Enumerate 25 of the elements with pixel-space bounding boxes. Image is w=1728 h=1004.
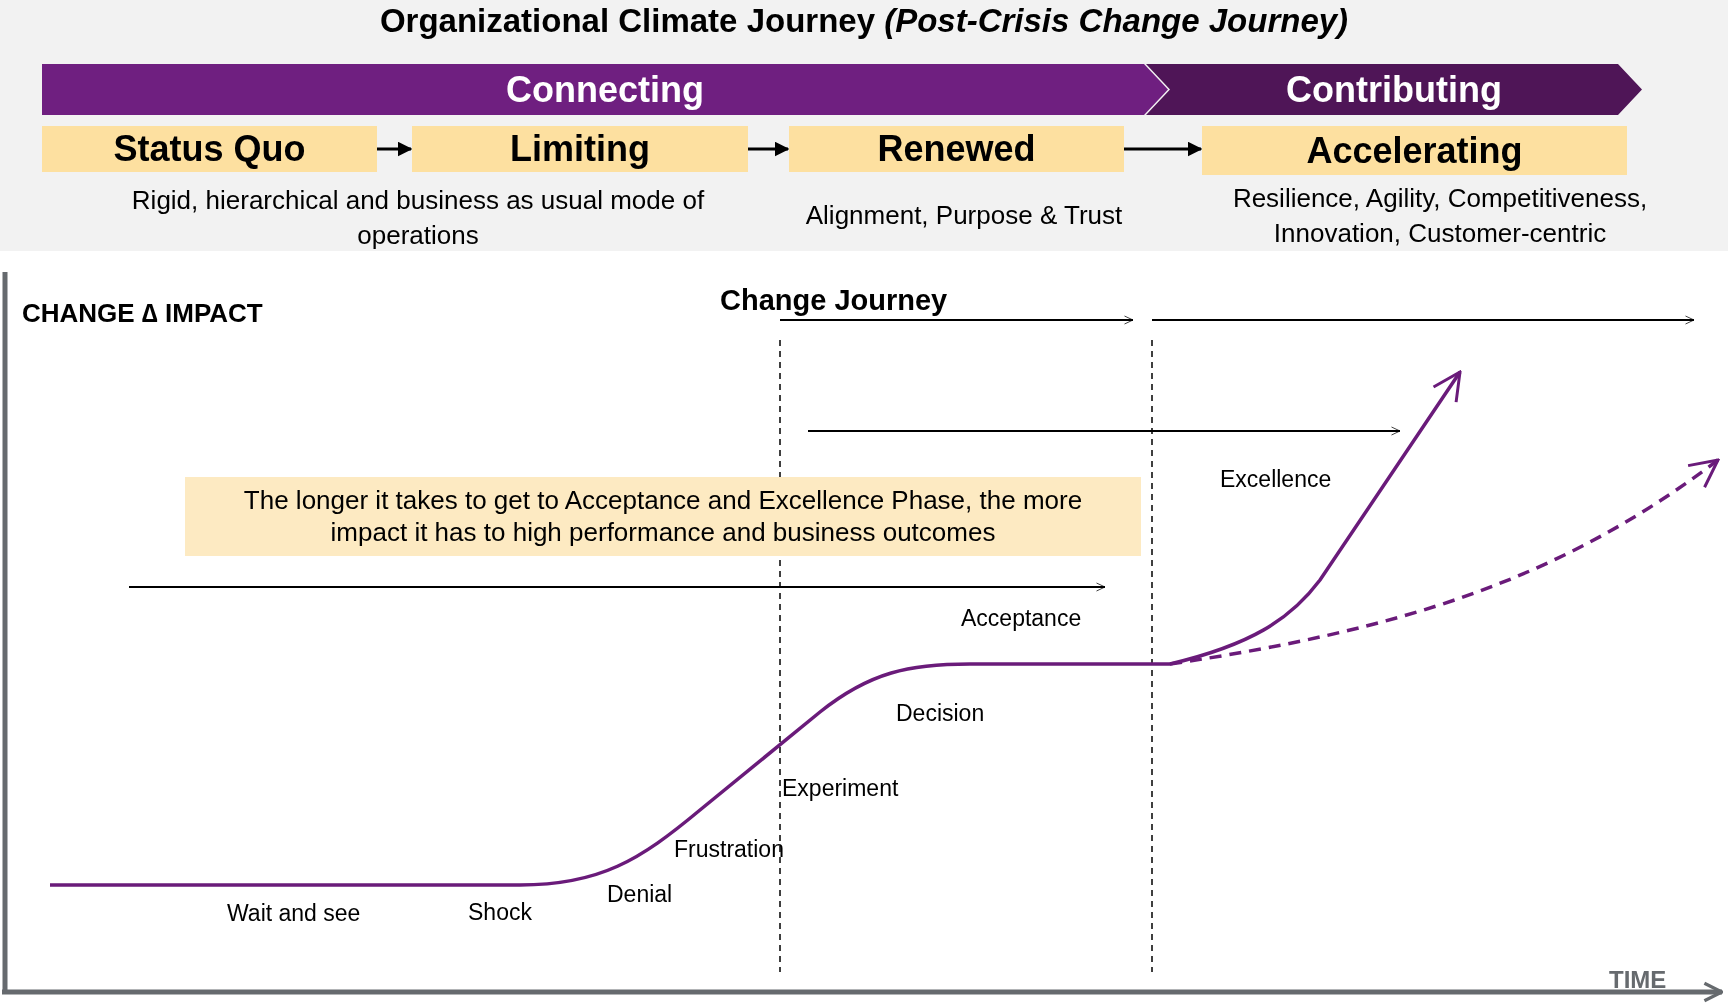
description-text: Alignment, Purpose & Trust bbox=[804, 199, 1124, 233]
phase-label: Shock bbox=[468, 898, 532, 928]
phase-label: Experiment bbox=[782, 774, 899, 804]
arrow bbox=[1124, 141, 1203, 157]
arrow bbox=[377, 141, 413, 157]
phase-label: Acceptance bbox=[961, 604, 1082, 634]
stage-box: Status Quo bbox=[42, 126, 377, 172]
stage-box: Renewed bbox=[789, 126, 1124, 172]
phase-band: Connecting bbox=[42, 64, 1168, 115]
arrow bbox=[748, 141, 790, 157]
stage-box: Limiting bbox=[412, 126, 748, 172]
axis-label: TIME bbox=[1609, 964, 1667, 995]
phase-label: Excellence bbox=[1220, 465, 1332, 495]
description-text: Resilience, Agility, Competitiveness, Innovation, Customer-centric bbox=[1231, 181, 1649, 250]
section-heading: Change Journey bbox=[720, 283, 948, 319]
phase-label: Frustration bbox=[674, 835, 784, 865]
stage-box: Accelerating bbox=[1202, 126, 1627, 175]
axis-label: CHANGE ∆ IMPACT bbox=[22, 297, 263, 331]
phase-band: Contributing bbox=[1146, 64, 1642, 115]
note-box: The longer it takes to get to Acceptance and Excellence Phase, the more impact it has to high performance and business outcomes bbox=[185, 477, 1141, 556]
phase-label: Wait and see bbox=[227, 899, 361, 929]
description-text: Rigid, hierarchical and business as usual mode of operations bbox=[130, 183, 706, 252]
phase-label: Decision bbox=[896, 699, 985, 729]
title: Organizational Climate Journey (Post-Crisis Change Journey) bbox=[378, 2, 1350, 40]
phase-label: Denial bbox=[607, 880, 673, 910]
